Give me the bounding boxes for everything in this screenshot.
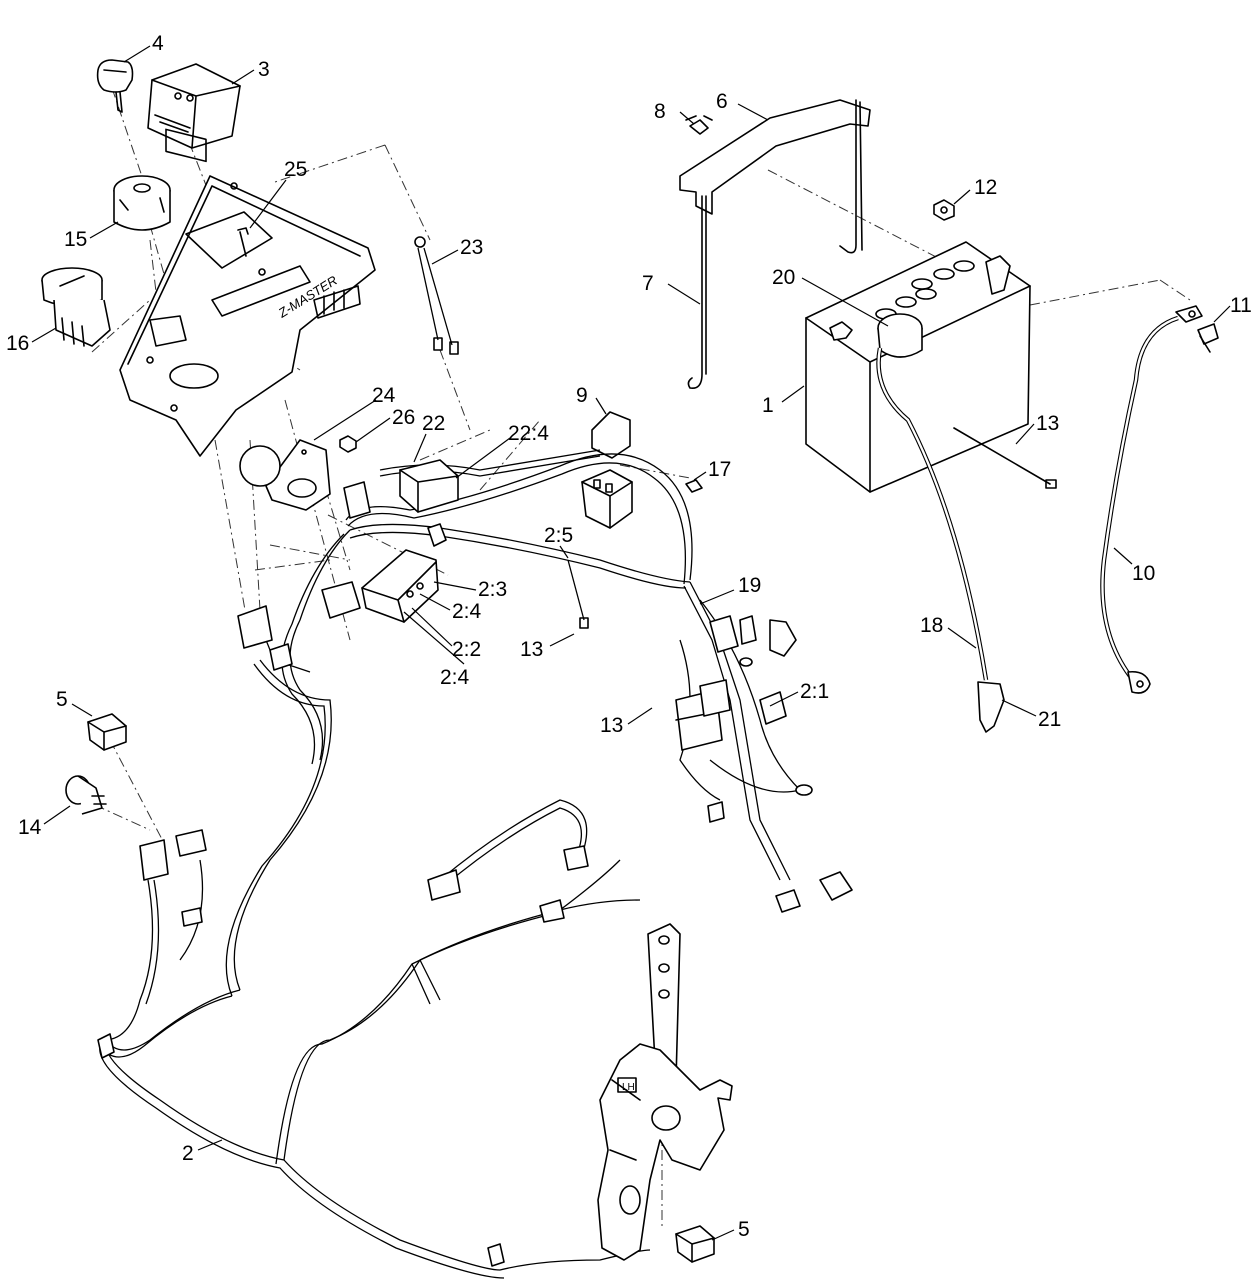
callout-13-battery: 13: [1036, 412, 1059, 435]
callout-10: 10: [1132, 562, 1155, 585]
callout-2: 2: [182, 1142, 194, 1165]
callout-2-3: 2:3: [478, 578, 507, 601]
hex-nut: [933, 199, 955, 221]
ignition-switch: [113, 175, 171, 231]
callout-4: 4: [152, 32, 164, 55]
relay-block: [581, 411, 703, 529]
ignition-key: [96, 59, 134, 113]
relay-5-lower: [675, 1225, 715, 1263]
callout-3: 3: [258, 58, 270, 81]
motion-control-lever: LH: [597, 923, 733, 1261]
callout-2-5: 2:5: [544, 524, 573, 547]
positive-battery-cable: [876, 347, 1005, 733]
callout-20: 20: [772, 266, 795, 289]
callout-5-lower: 5: [738, 1218, 750, 1241]
park-brake-switch: [65, 775, 107, 815]
callout-11: 11: [1230, 294, 1252, 317]
callout-15: 15: [64, 228, 87, 251]
callout-18: 18: [920, 614, 943, 637]
callout-21: 21: [1038, 708, 1061, 731]
callout-2-1: 2:1: [800, 680, 829, 703]
lower-harness-loop: [97, 799, 651, 1279]
callout-7: 7: [642, 272, 654, 295]
hour-meter: [147, 63, 241, 163]
callout-9: 9: [576, 384, 588, 407]
callout-2-4-lower: 2:4: [440, 666, 470, 689]
callout-14: 14: [18, 816, 42, 839]
seat-switch-bracket: [239, 439, 331, 511]
callout-22: 22: [422, 412, 445, 435]
nut-26: [339, 435, 357, 453]
callout-6: 6: [716, 90, 728, 113]
callout-12: 12: [974, 176, 997, 199]
callout-17: 17: [708, 458, 731, 481]
battery: [805, 241, 1031, 493]
callout-19: 19: [738, 574, 761, 597]
leader-lines: [31, 45, 1231, 1241]
callout-5-upper: 5: [56, 688, 68, 711]
callout-8: 8: [654, 100, 666, 123]
control-panel: Z-MASTER: [119, 175, 376, 457]
callout-1: 1: [762, 394, 774, 417]
screw: [237, 227, 249, 257]
negative-battery-cable: [1100, 305, 1219, 694]
callout-16: 16: [6, 332, 29, 355]
callout-25: 25: [284, 158, 307, 181]
callout-24: 24: [372, 384, 396, 407]
main-wiring-harness: [225, 449, 853, 997]
callout-labels: 4 3 25 15 16 23 8 6 12 7 20 11 1 13 9 24…: [6, 32, 1252, 1241]
callout-22-4: 22:4: [508, 422, 549, 445]
callout-13-lower: 13: [600, 714, 623, 737]
callout-2-4-upper: 2:4: [452, 600, 482, 623]
cable-tie: [953, 427, 1057, 489]
jumper-wire: [414, 236, 459, 355]
handle-lh-label: LH: [622, 1082, 635, 1093]
callout-13-harness: 13: [520, 638, 543, 661]
callout-23: 23: [460, 236, 483, 259]
callout-2-2: 2:2: [452, 638, 481, 661]
relay-5-upper: [87, 713, 127, 751]
pto-switch: [41, 267, 111, 347]
callout-26: 26: [392, 406, 415, 429]
